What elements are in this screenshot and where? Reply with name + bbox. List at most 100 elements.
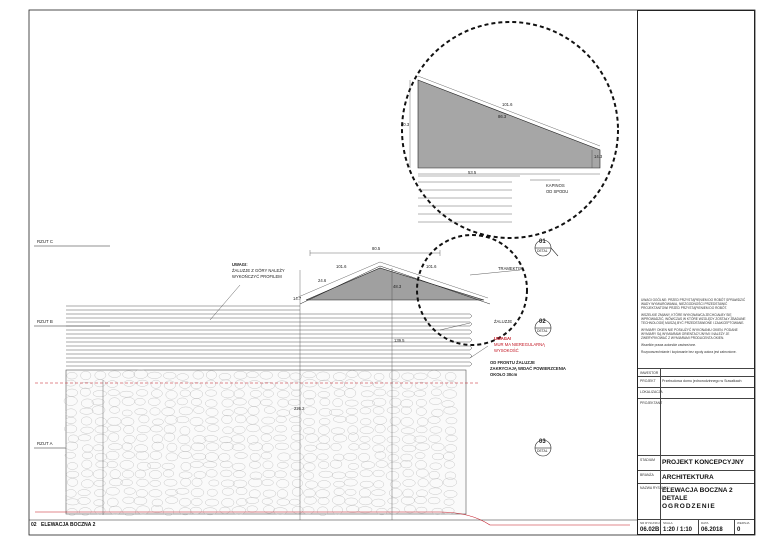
stone: [315, 489, 330, 499]
stone: [372, 444, 386, 453]
footer-version: WERSJA 0: [734, 520, 755, 534]
stone: [220, 441, 234, 451]
stone: [333, 389, 346, 397]
stone: [303, 471, 315, 480]
stone: [428, 434, 441, 443]
stone: [221, 398, 234, 408]
stone: [163, 380, 176, 390]
stone: [79, 507, 92, 516]
stone: [386, 406, 400, 414]
stone: [192, 435, 207, 445]
stone: [289, 498, 301, 506]
stone: [442, 477, 457, 487]
stone: [176, 397, 188, 406]
stone: [93, 499, 105, 507]
stone: [65, 417, 77, 424]
stone: [292, 506, 304, 514]
stone: [260, 425, 274, 434]
stone: [261, 452, 272, 460]
stone: [263, 406, 276, 414]
stone: [431, 388, 442, 396]
stone: [261, 498, 273, 505]
stone: [232, 462, 246, 471]
stone: [442, 389, 457, 399]
stone: [402, 488, 414, 498]
stone: [163, 469, 174, 478]
stone: [401, 444, 416, 453]
stone: [360, 418, 372, 426]
stone: [360, 390, 374, 398]
stone: [319, 398, 331, 406]
stone: [234, 452, 248, 459]
stone: [289, 407, 302, 417]
stone: [292, 478, 303, 488]
footer-date: DATA 06.2018: [698, 520, 735, 534]
stone: [330, 427, 345, 435]
stone: [93, 480, 106, 487]
note-line-2: WYKOŃCZYĆ PROFILEM: [232, 274, 282, 279]
stone: [151, 498, 163, 507]
stone: [303, 462, 316, 472]
stone: [292, 487, 303, 497]
stone: [445, 426, 456, 435]
stone: [386, 390, 400, 398]
stone: [152, 434, 164, 444]
stone: [77, 497, 91, 505]
stone: [277, 398, 289, 408]
stone: [77, 489, 91, 496]
stone: [66, 372, 78, 380]
stone: [261, 416, 275, 425]
stone: [303, 406, 318, 416]
stone: [302, 390, 317, 400]
row-drawing-name: NAZWA RYSUNKU ELEWACJA BOCZNA 2 DETALE O…: [638, 483, 754, 522]
stone: [205, 399, 218, 408]
stone: [163, 432, 176, 442]
row-investor: INWESTOR: [638, 368, 754, 377]
stone: [161, 462, 175, 470]
stone: [415, 426, 428, 434]
stone: [443, 498, 455, 506]
stone: [401, 372, 415, 381]
warning-line-1: MUR MA NIEREGULARNĄ: [494, 342, 545, 347]
stone: [80, 426, 94, 434]
stone: [165, 496, 179, 504]
stone: [431, 507, 444, 515]
stone: [222, 409, 234, 417]
stone: [134, 469, 146, 479]
title-block: UWAGI OGÓLNE: PRZED PRZYSTĄPIENIEM DO RO…: [637, 10, 755, 535]
stone: [221, 498, 235, 508]
stone: [193, 406, 205, 414]
stone: [291, 433, 305, 441]
stone: [179, 497, 191, 507]
stone: [303, 496, 317, 505]
stone: [374, 424, 386, 434]
stone: [179, 507, 192, 516]
stone: [194, 425, 206, 432]
stone: [134, 444, 148, 453]
stone: [262, 469, 276, 478]
stone: [415, 407, 427, 416]
stone: [149, 407, 161, 416]
stone: [164, 415, 178, 425]
zaluzje-label: ŻALUZJE: [494, 319, 513, 324]
stone: [357, 506, 373, 514]
stone: [189, 417, 204, 426]
note-paragraph: WSZELKIE ZMIANY, KTÓRE WYKONAWCA ZECHCIA…: [641, 313, 746, 325]
stone: [348, 463, 359, 470]
stone: [431, 453, 444, 461]
stone: [290, 441, 302, 451]
stone: [79, 407, 94, 415]
drawing-title: ELEWACJA BOCZNA 2: [41, 522, 96, 528]
stone: [400, 399, 414, 408]
row-project: PROJEKT Przebudowa domu jednorodzinnego …: [638, 376, 754, 388]
stone: [121, 442, 133, 451]
stone: [276, 479, 290, 489]
stone: [373, 480, 385, 489]
stone: [414, 381, 428, 390]
stone: [302, 371, 316, 379]
stone: [221, 487, 235, 496]
stone: [165, 452, 179, 462]
stone: [175, 416, 190, 424]
